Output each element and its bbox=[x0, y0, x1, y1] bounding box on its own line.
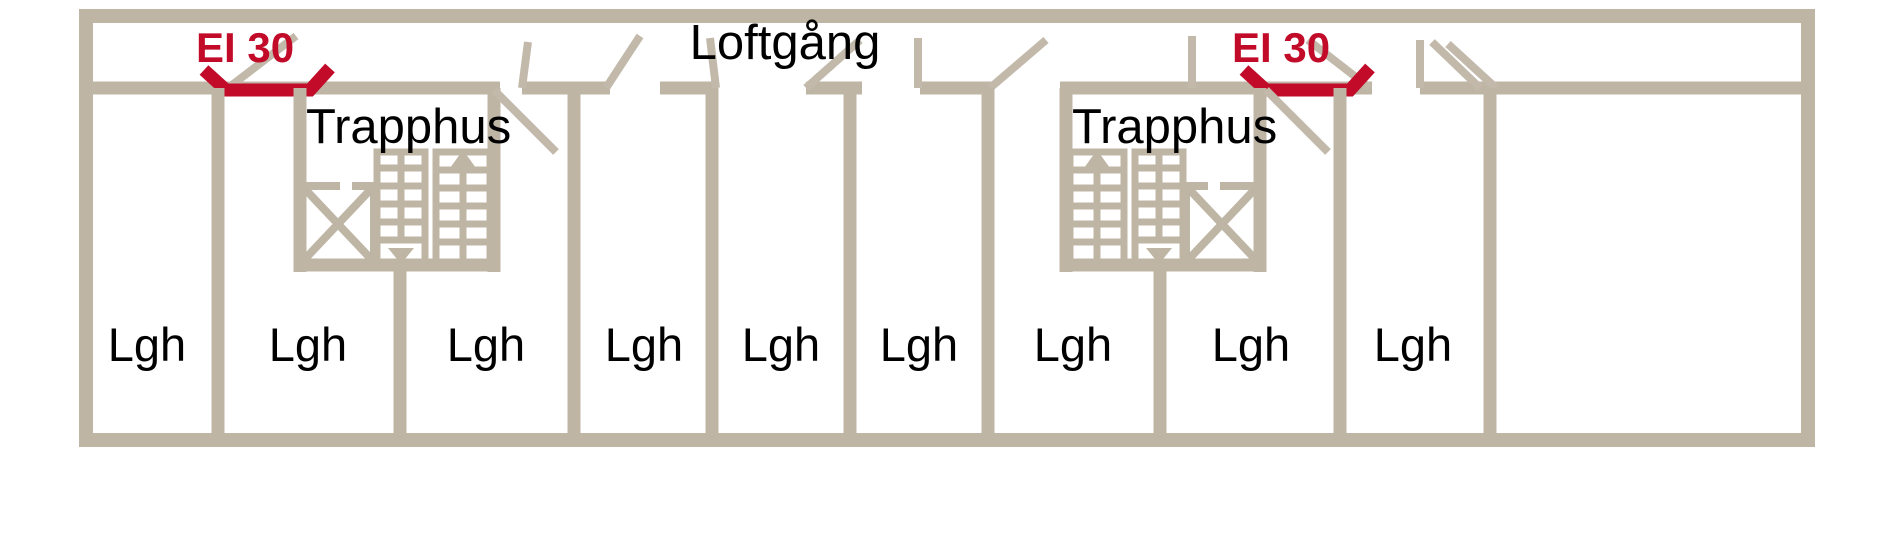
apartment-label-7: Lgh bbox=[1034, 318, 1112, 371]
stairwell-right bbox=[1059, 87, 1331, 272]
apartment-label-3: Lgh bbox=[447, 318, 525, 371]
apartment-label-9: Lgh bbox=[1374, 318, 1452, 371]
up-arrow-icon-left bbox=[450, 150, 476, 168]
apartment-label-6: Lgh bbox=[880, 318, 958, 371]
apartment-label-5: Lgh bbox=[742, 318, 820, 371]
down-arrow-icon-right bbox=[1146, 248, 1172, 264]
apartment-partitions bbox=[211, 88, 1497, 440]
stair-flight-right-a bbox=[1066, 148, 1128, 268]
apartment-label-2: Lgh bbox=[269, 318, 347, 371]
fire-marker-right bbox=[1239, 63, 1375, 97]
apartment-label-4: Lgh bbox=[605, 318, 683, 371]
fire-label-left: EI 30 bbox=[196, 24, 294, 71]
down-arrow-icon-left bbox=[388, 248, 414, 264]
fire-marker-left bbox=[199, 63, 335, 97]
stairwell-left bbox=[293, 87, 559, 272]
door-swing-lines bbox=[225, 32, 1499, 92]
up-arrow-icon-right bbox=[1084, 150, 1110, 168]
building-outline bbox=[79, 9, 1815, 447]
stairwell-label-right: Trapphus bbox=[1072, 100, 1277, 154]
stair-flight-left-b bbox=[432, 148, 494, 268]
stair-flight-left-a bbox=[373, 148, 429, 268]
corridor-label: Loftgång bbox=[690, 16, 881, 70]
apartment-label-1: Lgh bbox=[108, 318, 186, 371]
stairwell-label-left: Trapphus bbox=[306, 100, 511, 154]
elevator-shaft-right bbox=[1182, 182, 1259, 263]
elevator-shaft-left bbox=[301, 182, 378, 263]
apartment-label-8: Lgh bbox=[1212, 318, 1290, 371]
fire-label-right: EI 30 bbox=[1232, 24, 1330, 71]
stair-flight-right-b bbox=[1131, 148, 1187, 268]
